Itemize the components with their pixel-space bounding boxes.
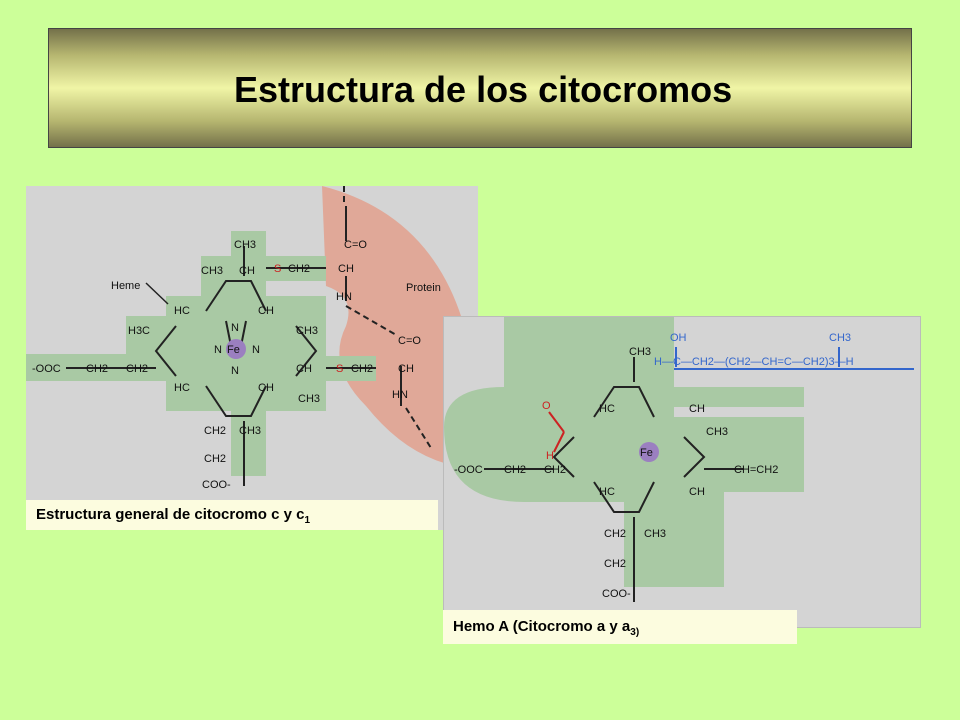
ch3-chain-label: CH3 <box>829 332 851 344</box>
hc-upper-left: HC <box>174 305 190 317</box>
heme-region <box>26 231 376 476</box>
cytochrome-c-structure-diagram: Fe N N N N Heme Protein CH3 CH3 CH HC CH… <box>26 186 478 491</box>
h3c-label: H3C <box>128 325 150 337</box>
figure-cytochrome-c: Fe N N N N Heme Protein CH3 CH3 CH HC CH… <box>26 186 478 530</box>
ch-upper-2: CH <box>689 403 705 415</box>
figure-2-caption: Hemo A (Citocromo a y a3) <box>443 610 797 644</box>
ch2-bottom-1: CH2 <box>204 425 226 437</box>
hc-lower-left: HC <box>174 382 190 394</box>
protein-region <box>322 186 478 466</box>
ch-right: CH <box>296 363 312 375</box>
n-label-right: N <box>252 344 260 356</box>
co-lower: C=O <box>398 335 421 347</box>
caption-1-text: Estructura general de citocromo c y c <box>36 506 305 523</box>
ch-upper-right: CH <box>258 305 274 317</box>
ch-lower-2: CH <box>689 486 705 498</box>
ch3-top: CH3 <box>234 239 256 251</box>
ch3-top-2: CH3 <box>629 346 651 358</box>
title-banner: Estructura de los citocromos <box>48 28 912 148</box>
ch-s-lower: CH <box>398 363 414 375</box>
slide-title: Estructura de los citocromos <box>234 69 733 110</box>
n-label-bottom: N <box>231 365 239 377</box>
ch2-left-2b: CH2 <box>544 464 566 476</box>
ch3-lower-right: CH3 <box>298 393 320 405</box>
ch3-bottom: CH3 <box>239 425 261 437</box>
iron-atom-2 <box>639 442 659 462</box>
ch3-upper-left: CH3 <box>201 265 223 277</box>
iron-atom <box>226 339 246 359</box>
ch-s-upper: CH <box>338 263 354 275</box>
fe-label-1: Fe <box>227 344 240 356</box>
hn-lower: HN <box>392 389 408 401</box>
farnesyl-chain-label: H—C—CH2—(CH2—CH=C—CH2)3—H <box>654 356 854 368</box>
protein-label: Protein <box>406 282 441 294</box>
ooc-label-2: -OOC <box>454 464 483 476</box>
fe-label-2: Fe <box>640 447 653 459</box>
n-label-left: N <box>214 344 222 356</box>
ch2-left-2a: CH2 <box>504 464 526 476</box>
n-label-top: N <box>231 322 239 334</box>
formyl-h-label: H <box>546 450 554 462</box>
hn-upper: HN <box>336 291 352 303</box>
ch2-left-2: CH2 <box>126 363 148 375</box>
oh-label: OH <box>670 332 687 344</box>
ch3-bottom-2: CH3 <box>644 528 666 540</box>
ch2-s-lower: CH2 <box>351 363 373 375</box>
caption-2-text: Hemo A (Citocromo a y a <box>453 618 631 635</box>
coo-bottom-2: COO- <box>602 588 631 600</box>
sulfur-upper: S <box>274 263 281 275</box>
caption-1-subscript: 1 <box>304 515 310 526</box>
ooc-label: -OOC <box>32 363 61 375</box>
ch2-s-upper: CH2 <box>288 263 310 275</box>
vinyl-label: CH=CH2 <box>734 464 778 476</box>
ch2-bottom-2a: CH2 <box>604 528 626 540</box>
ch3-right-2: CH3 <box>706 426 728 438</box>
hc-lower-2: HC <box>599 486 615 498</box>
ch2-left-1: CH2 <box>86 363 108 375</box>
heme-pointer <box>145 282 169 305</box>
ch-lower-right: CH <box>258 382 274 394</box>
co-upper: C=O <box>344 239 367 251</box>
coo-bottom: COO- <box>202 479 231 491</box>
ch-upper: CH <box>239 265 255 277</box>
heme-a-region <box>444 317 804 587</box>
formyl-o-label: O <box>542 400 551 412</box>
figure-heme-a: Fe CH3 CH=CH2 -OOC CH2 CH2 CH2 CH3 CH2 C… <box>443 316 921 628</box>
heme-a-structure-diagram: Fe CH3 CH=CH2 -OOC CH2 CH2 CH2 CH3 CH2 C… <box>444 317 914 602</box>
hc-upper-2: HC <box>599 403 615 415</box>
caption-2-subscript: 3) <box>630 627 640 638</box>
figure-1-caption: Estructura general de citocromo c y c1 <box>26 500 438 530</box>
ch3-right: CH3 <box>296 325 318 337</box>
ch2-bottom-2: CH2 <box>204 453 226 465</box>
sulfur-lower: S <box>336 363 343 375</box>
heme-label: Heme <box>111 280 140 292</box>
ch2-bottom-2b: CH2 <box>604 558 626 570</box>
